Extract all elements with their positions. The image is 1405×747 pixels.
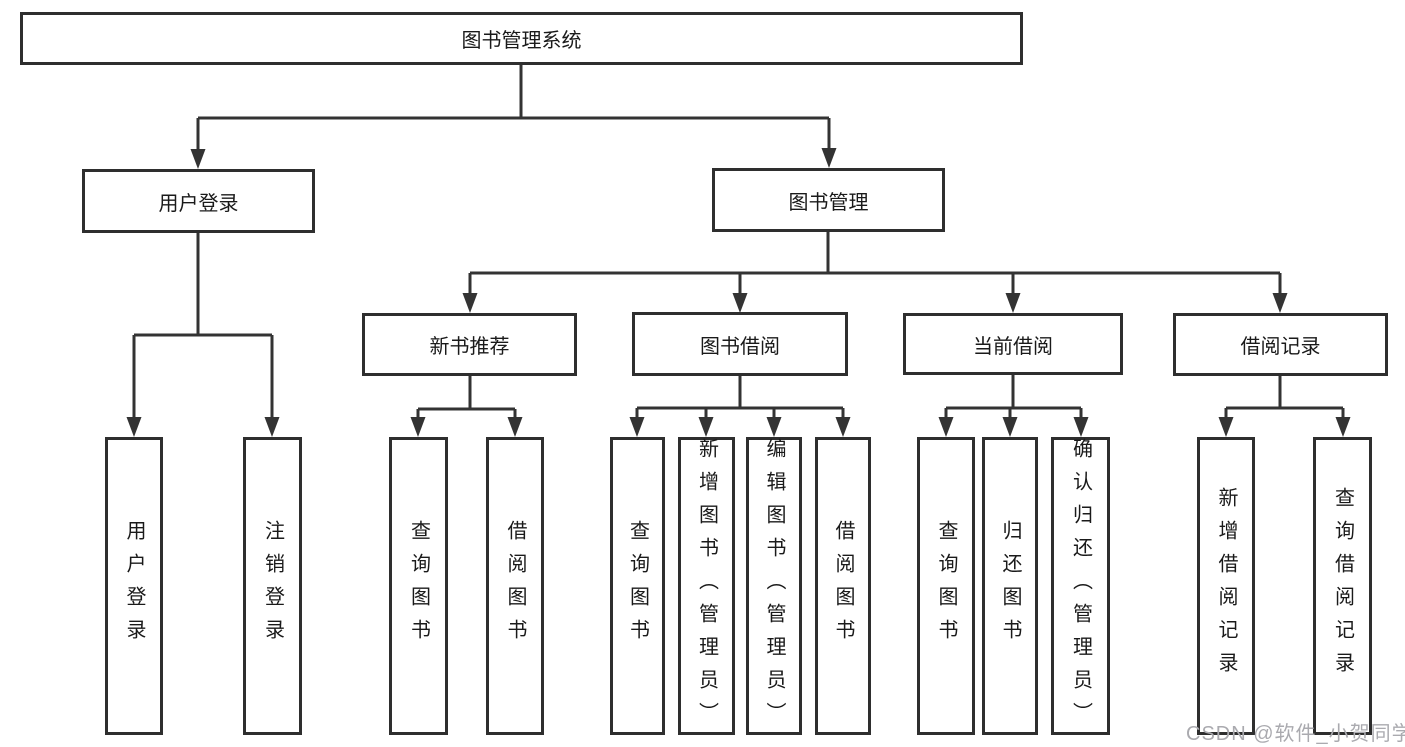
node-root-library-system: 图书管理系统 [20, 12, 1023, 65]
leaf-label: 查询借阅记录 [1331, 487, 1354, 685]
node-current-borrowing: 当前借阅 [903, 313, 1123, 375]
leaf-query-books: 查询图书 [610, 437, 665, 735]
leaf-label: 借阅图书 [832, 520, 854, 652]
node-label: 图书借阅 [700, 335, 780, 358]
leaf-logout: 注销登录 [243, 437, 302, 735]
leaf-query-books-current: 查询图书 [917, 437, 975, 735]
node-label: 新书推荐 [429, 336, 510, 358]
leaf-confirm-return-admin: 确认归还（管理员） [1051, 437, 1110, 735]
leaf-user-login: 用户登录 [105, 437, 163, 735]
leaf-borrow-books: 借阅图书 [815, 437, 871, 735]
leaf-add-books-admin: 新增图书（管理员） [678, 437, 735, 735]
node-label: 用户登录 [158, 192, 239, 215]
leaf-label: 查询图书 [935, 520, 957, 652]
leaf-label: 新增借阅记录 [1215, 487, 1237, 685]
node-label: 借阅记录 [1240, 336, 1321, 358]
node-label: 当前借阅 [973, 335, 1053, 358]
leaf-label: 借阅图书 [504, 520, 526, 652]
leaf-edit-books-admin: 编辑图书（管理员） [746, 437, 802, 735]
node-label: 图书管理系统 [461, 30, 582, 52]
leaf-label: 确认归还（管理员） [1069, 437, 1092, 735]
leaf-add-borrow-record: 新增借阅记录 [1197, 437, 1255, 735]
node-book-management: 图书管理 [712, 168, 945, 232]
leaf-return-books: 归还图书 [982, 437, 1038, 735]
node-user-login: 用户登录 [82, 169, 315, 233]
leaf-query-books-recommend: 查询图书 [389, 437, 448, 735]
leaf-borrow-books-recommend: 借阅图书 [486, 437, 544, 735]
leaf-label: 注销登录 [261, 520, 284, 652]
csdn-watermark: CSDN @软件_小贺同学 [1186, 723, 1405, 745]
leaf-label: 归还图书 [999, 520, 1021, 652]
leaf-label: 查询图书 [407, 520, 430, 652]
leaf-label: 查询图书 [626, 520, 649, 652]
leaf-query-borrow-record: 查询借阅记录 [1313, 437, 1372, 735]
leaf-label: 新增图书（管理员） [695, 437, 718, 735]
node-label: 图书管理 [788, 191, 869, 214]
leaf-label: 用户登录 [123, 520, 145, 652]
leaf-label: 编辑图书（管理员） [763, 437, 785, 735]
node-borrowing-records: 借阅记录 [1173, 313, 1388, 376]
node-new-book-recommend: 新书推荐 [362, 313, 577, 376]
node-book-borrowing: 图书借阅 [632, 312, 848, 376]
